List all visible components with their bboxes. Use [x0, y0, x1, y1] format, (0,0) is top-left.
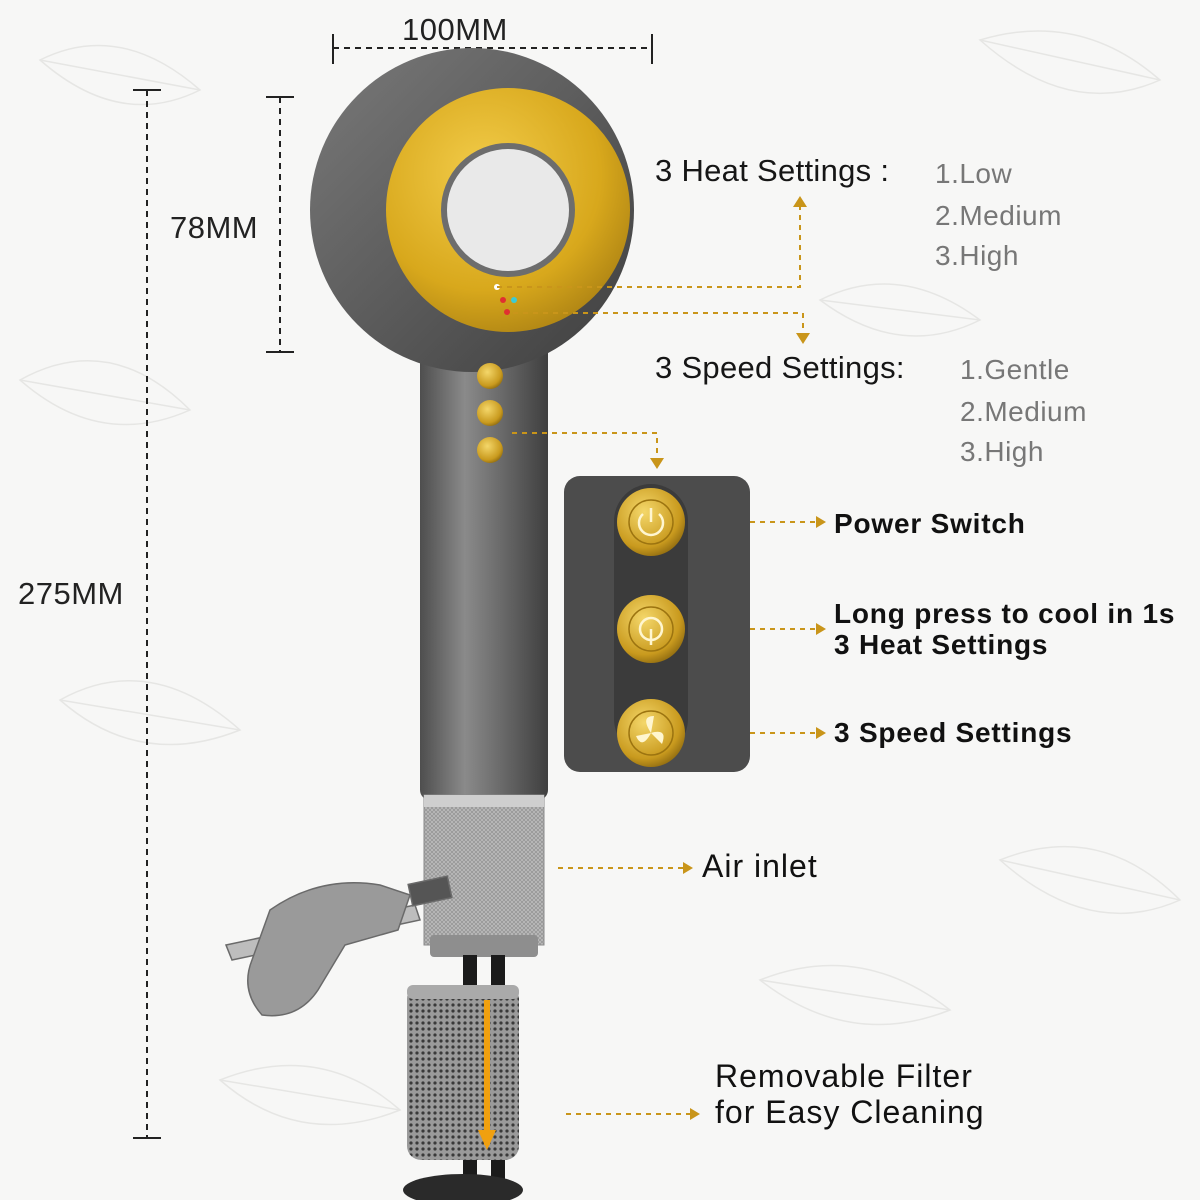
heat-option-medium: 2.Medium: [935, 200, 1062, 231]
total-height-dimension-label: 275MM: [18, 576, 124, 611]
cool-button-label-line2: 3 Heat Settings: [834, 629, 1049, 660]
speed-button-label: 3 Speed Settings: [834, 717, 1073, 748]
cool-button-label-line1: Long press to cool in 1s: [834, 598, 1176, 629]
speed-option-gentle: 1.Gentle: [960, 354, 1070, 385]
air-inlet-mesh: [423, 794, 545, 946]
width-dimension-label: 100MM: [402, 12, 508, 47]
handle-buttons: [477, 363, 503, 463]
filter-label-line1: Removable Filter: [715, 1058, 973, 1094]
total-height-dimension-line: [133, 89, 161, 1139]
removable-filter: [407, 985, 519, 1160]
power-switch-label: Power Switch: [834, 508, 1026, 539]
hand-with-brush: [224, 875, 453, 1017]
head-height-dimension-line: [266, 96, 294, 353]
air-outlet: [441, 143, 575, 277]
speed-settings-title: 3 Speed Settings:: [655, 350, 905, 385]
heat-settings-title: 3 Heat Settings :: [655, 153, 890, 188]
filter-label-line2: for Easy Cleaning: [715, 1094, 985, 1130]
speed-option-high: 3.High: [960, 436, 1044, 467]
speed-option-medium: 2.Medium: [960, 396, 1087, 427]
leader-arrowheads: [650, 196, 826, 1120]
dryer-handle: [420, 300, 548, 800]
leader-lines: [497, 205, 818, 1115]
heat-option-low: 1.Low: [935, 158, 1013, 189]
air-inlet-label: Air inlet: [702, 848, 818, 884]
width-dimension-line: [332, 34, 653, 64]
heat-option-high: 3.High: [935, 240, 1019, 271]
head-height-dimension-label: 78MM: [170, 210, 259, 245]
